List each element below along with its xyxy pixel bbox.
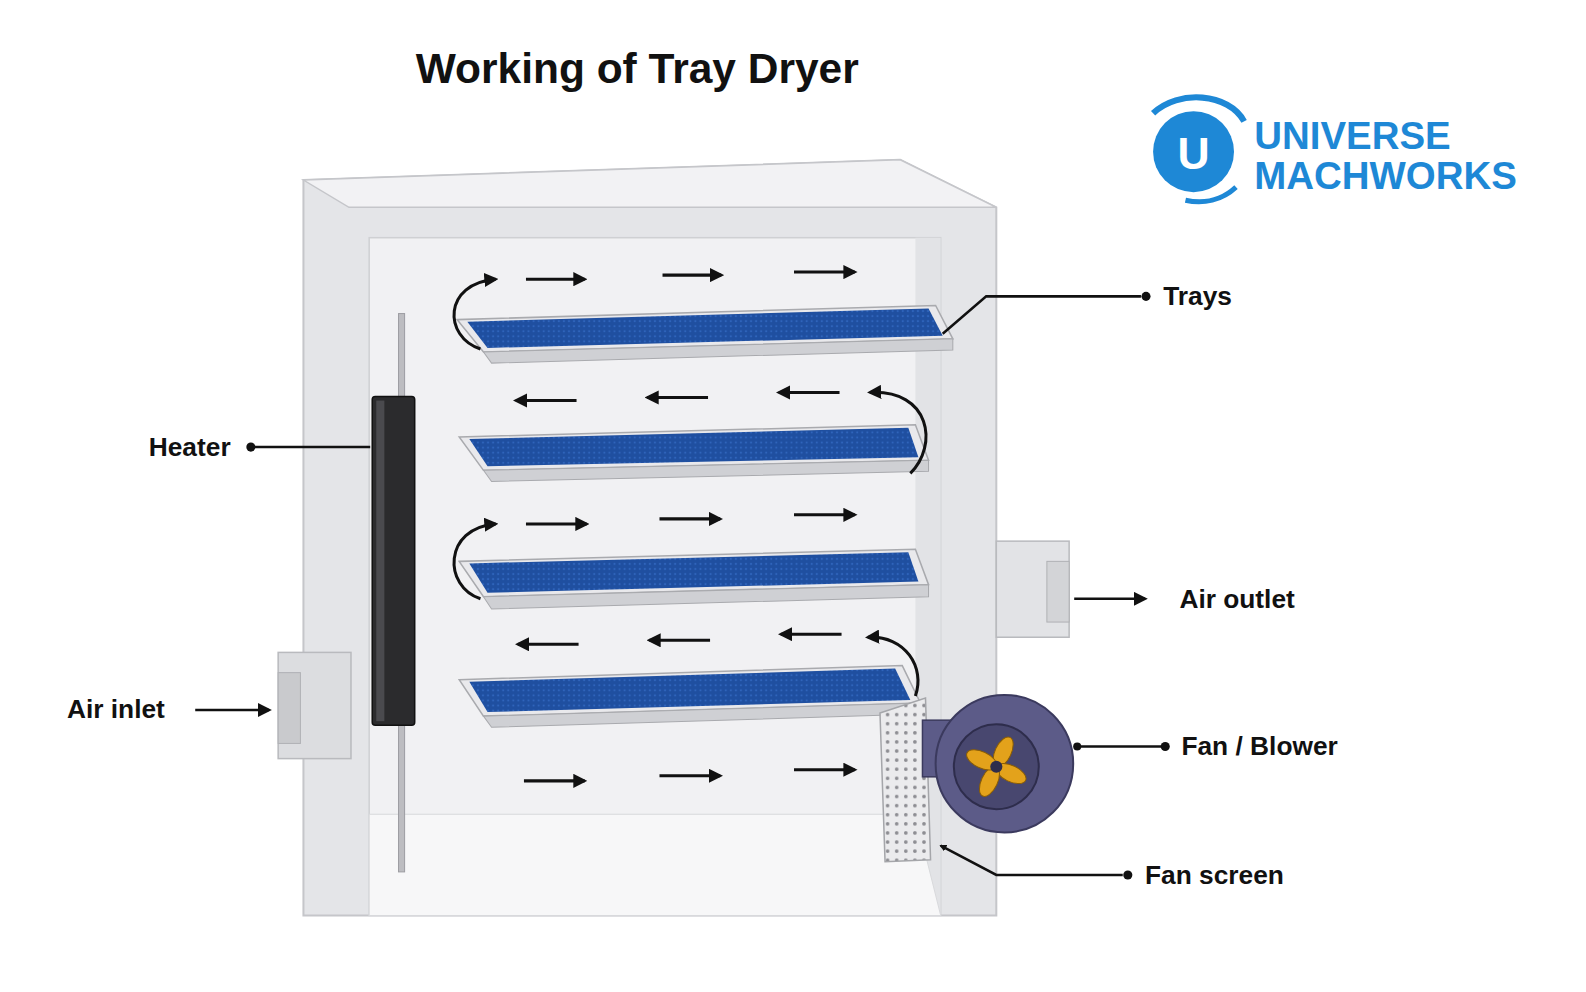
leader-lines-part xyxy=(941,846,1123,875)
cabinet-part xyxy=(303,160,996,916)
airflow-arrows-part xyxy=(518,643,579,646)
part-label: Trays xyxy=(1163,282,1232,311)
airflow-arrows-part xyxy=(524,779,585,782)
heater-part xyxy=(376,401,384,722)
air-outlet-duct xyxy=(996,541,1069,637)
fan-blower-part xyxy=(954,724,1039,809)
airflow-arrows-part xyxy=(870,392,926,473)
cabinet xyxy=(303,160,996,916)
part-label: Air inlet xyxy=(67,695,165,724)
leader-lines-part xyxy=(1074,598,1145,601)
airflow-arrows-part xyxy=(649,639,710,642)
leader-lines-part xyxy=(1077,745,1161,748)
part-label: Air outlet xyxy=(1179,584,1294,613)
leader-dots-part xyxy=(1161,742,1170,751)
part-label: Fan screen xyxy=(1145,860,1284,889)
logo-mark xyxy=(1153,97,1244,201)
airflow-arrows-part xyxy=(647,396,708,399)
leader-lines xyxy=(195,296,1161,875)
airflow-arrows-part xyxy=(659,517,720,520)
tray xyxy=(459,666,920,728)
airflow-arrows-part xyxy=(781,633,842,636)
airflow-arrows-part xyxy=(526,522,587,525)
fan-blower xyxy=(922,695,1073,833)
airflow-arrows-part xyxy=(659,774,720,777)
logo-text: UNIVERSE xyxy=(1254,115,1451,157)
leader-dots-part xyxy=(1073,742,1081,750)
tray-part xyxy=(483,339,952,363)
fan-blower-part xyxy=(964,734,1030,800)
airflow-arrows-part xyxy=(794,768,855,771)
leader-dots xyxy=(246,292,1169,880)
airflow-arrows-part xyxy=(454,524,496,599)
cabinet-part xyxy=(303,160,996,208)
airflow-arrows-part xyxy=(526,278,585,281)
leader-lines-part xyxy=(255,446,370,449)
airflow-arrows xyxy=(454,272,926,781)
logo-mark-part xyxy=(1185,187,1236,202)
part-label: Heater xyxy=(149,433,231,462)
tray-part xyxy=(483,703,920,727)
fan-blower-part xyxy=(936,695,1074,833)
air-inlet-duct xyxy=(278,652,351,758)
heater-part xyxy=(372,397,414,726)
trays xyxy=(457,305,953,727)
fan-blower-part-part xyxy=(990,761,1002,773)
tray-part xyxy=(469,428,918,466)
airflow-arrows-part xyxy=(663,274,722,277)
leader-lines-part xyxy=(943,296,1141,333)
cabinet-part xyxy=(369,814,940,915)
tray xyxy=(459,549,928,609)
air-inlet-duct-part xyxy=(278,652,351,758)
tray-part xyxy=(483,585,928,609)
leader-dots-part xyxy=(246,443,255,452)
heater xyxy=(372,314,414,872)
airflow-arrows-part xyxy=(794,271,855,274)
airflow-arrows-part xyxy=(794,513,855,516)
logo-mark-part xyxy=(1153,111,1234,192)
air-inlet-duct-part xyxy=(278,673,300,744)
leader-lines-part xyxy=(195,709,269,712)
airflow-arrows-part xyxy=(454,279,496,349)
logo-text: MACHWORKS xyxy=(1254,156,1517,198)
diagram-title: Working of Tray Dryer xyxy=(416,45,859,92)
tray xyxy=(457,305,953,363)
air-outlet-duct-part xyxy=(1047,561,1069,622)
tray xyxy=(459,425,928,482)
air-outlet-duct-part xyxy=(996,541,1069,637)
airflow-arrows-part xyxy=(779,391,840,394)
leader-dots-part xyxy=(1123,870,1132,879)
airflow-arrows-part xyxy=(868,637,918,696)
airflow-arrows-part xyxy=(516,399,577,402)
logo-mark-part xyxy=(1153,97,1244,121)
logo-letter: U xyxy=(1177,129,1209,178)
tray-part xyxy=(483,460,928,481)
leader-dots-part xyxy=(1141,292,1150,301)
part-label: Fan / Blower xyxy=(1181,732,1337,761)
